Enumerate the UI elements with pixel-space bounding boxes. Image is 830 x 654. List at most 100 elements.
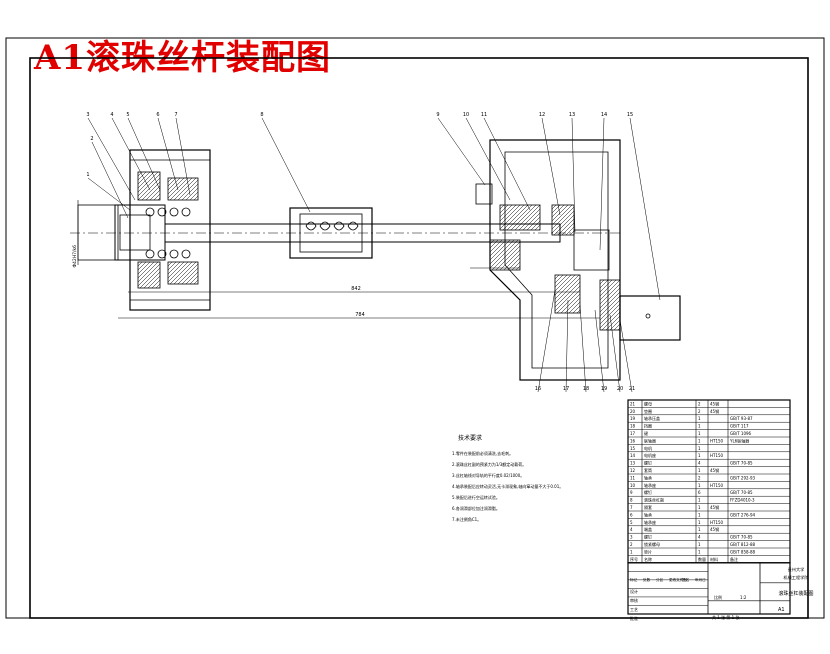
hatch-line — [137, 171, 151, 185]
callout-leader — [127, 117, 161, 191]
hatch-line — [599, 279, 609, 289]
hatch-line — [551, 204, 557, 210]
hatch-line — [560, 293, 581, 314]
hatch-line — [599, 299, 621, 321]
callout-leader — [599, 117, 605, 251]
bearing-ball — [157, 207, 167, 217]
hatch-line — [489, 239, 499, 249]
hatch-line — [511, 261, 521, 271]
parts-cell: 45钢 — [710, 408, 719, 414]
parts-cell: 19 — [630, 416, 636, 421]
parts-cell: 4 — [698, 535, 701, 540]
parts-cell: 套筒 — [644, 467, 652, 473]
motor-body — [619, 295, 681, 341]
callout-leader — [91, 141, 129, 219]
hatch-outline — [489, 239, 521, 271]
callout-leader — [87, 117, 136, 201]
title-block-role: 批准 — [630, 615, 638, 621]
right-housing — [489, 139, 621, 381]
parts-cell: 21 — [630, 401, 636, 406]
hatch-outline — [167, 261, 199, 285]
parts-cell: 1 — [698, 483, 701, 488]
hatch-line — [167, 177, 173, 183]
tech-requirement-item: 4.轴承装配后应转动灵活,无卡滞现象,轴向窜动量不大于0.01。 — [452, 483, 563, 489]
hatch-line — [169, 261, 193, 285]
inner-frame — [29, 57, 809, 619]
callout-label: 13 — [569, 112, 575, 118]
parts-cell: 12 — [630, 468, 636, 473]
hatch-line — [554, 274, 576, 296]
hatch-line — [137, 261, 159, 283]
parts-cell: FFZD4010-3 — [730, 498, 755, 503]
title-block-rowlabel: 签名 — [682, 577, 690, 582]
hatch-line — [185, 271, 199, 285]
hatch-line — [526, 216, 541, 231]
hatch-line — [149, 189, 161, 201]
callout-label: 21 — [629, 386, 635, 392]
parts-cell: 锁紧螺母 — [644, 541, 660, 547]
hatch-line — [139, 267, 161, 289]
hatch-line — [554, 281, 581, 308]
hatch-line — [599, 295, 621, 317]
bearing-ball — [145, 207, 155, 217]
left-cap-lower-section — [167, 261, 199, 285]
parts-cell: 1 — [698, 416, 701, 421]
hatch-line — [167, 261, 177, 271]
parts-cell: 轴承座 — [644, 482, 656, 488]
parts-cell: 螺钉 — [644, 460, 652, 466]
hatch-line — [599, 283, 621, 305]
hatch-line — [554, 285, 581, 312]
title-block-scale-label: 比例 — [714, 594, 722, 600]
parts-cell: GB/T 70-85 — [730, 490, 753, 495]
left-end-cover — [114, 204, 166, 261]
parts-cell: 1 — [698, 527, 701, 532]
parts-cell: 4 — [630, 527, 633, 532]
parts-cell: 1 — [698, 424, 701, 429]
hatch-line — [568, 301, 581, 314]
callout-leader — [87, 177, 131, 211]
hatch-line — [599, 291, 621, 313]
callout-label: 1 — [86, 172, 89, 178]
tech-requirement-item: 7.未注倒角C1。 — [452, 516, 481, 522]
tech-requirement-item: 1.零件在装配前必须清洗,去毛刺。 — [452, 450, 513, 456]
hatch-line — [556, 289, 581, 314]
callout-label: 15 — [627, 112, 633, 118]
parts-cell: 11 — [630, 475, 636, 480]
left-cap-upper-section — [167, 177, 199, 201]
hatch-line — [599, 279, 617, 297]
hatch-line — [553, 214, 575, 236]
callout-label: 5 — [126, 112, 129, 118]
parts-header-cell: 名称 — [644, 556, 652, 562]
motor-flange-section — [599, 279, 621, 331]
hatch-line — [551, 204, 569, 222]
bearing-ball — [145, 249, 155, 259]
parts-cell: 螺母 — [644, 400, 652, 406]
hatch-line — [137, 261, 151, 275]
callout-label: 19 — [601, 386, 607, 392]
hatch-line — [530, 220, 541, 231]
parts-cell: 1 — [698, 542, 701, 547]
hatch-line — [522, 212, 541, 231]
parts-cell: 2 — [698, 475, 701, 480]
hatch-line — [177, 263, 199, 285]
hatch-line — [599, 287, 621, 309]
parts-cell: 3 — [630, 535, 633, 540]
ball-return-path — [305, 221, 317, 231]
parts-cell: GB/T 93-87 — [730, 416, 753, 421]
parts-cell: 滚珠丝杠副 — [644, 497, 664, 503]
hatch-line — [169, 177, 193, 201]
parts-cell: GB/T 276-94 — [730, 512, 756, 517]
parts-header-cell: 数量 — [698, 556, 706, 562]
hatch-line — [510, 204, 537, 231]
hatch-line — [151, 279, 161, 289]
parts-cell: GB/T 812-88 — [730, 542, 756, 547]
title-block-rowlabel: 处数 — [643, 577, 651, 582]
parts-cell: 20 — [630, 409, 636, 414]
hatch-line — [489, 239, 519, 269]
hatch-line — [495, 245, 521, 271]
parts-cell: 隔套 — [644, 504, 652, 510]
hatch-line — [181, 267, 199, 285]
tech-requirement-item: 6.各润滑部位加注润滑脂。 — [452, 505, 500, 511]
parts-cell: 18 — [630, 424, 636, 429]
